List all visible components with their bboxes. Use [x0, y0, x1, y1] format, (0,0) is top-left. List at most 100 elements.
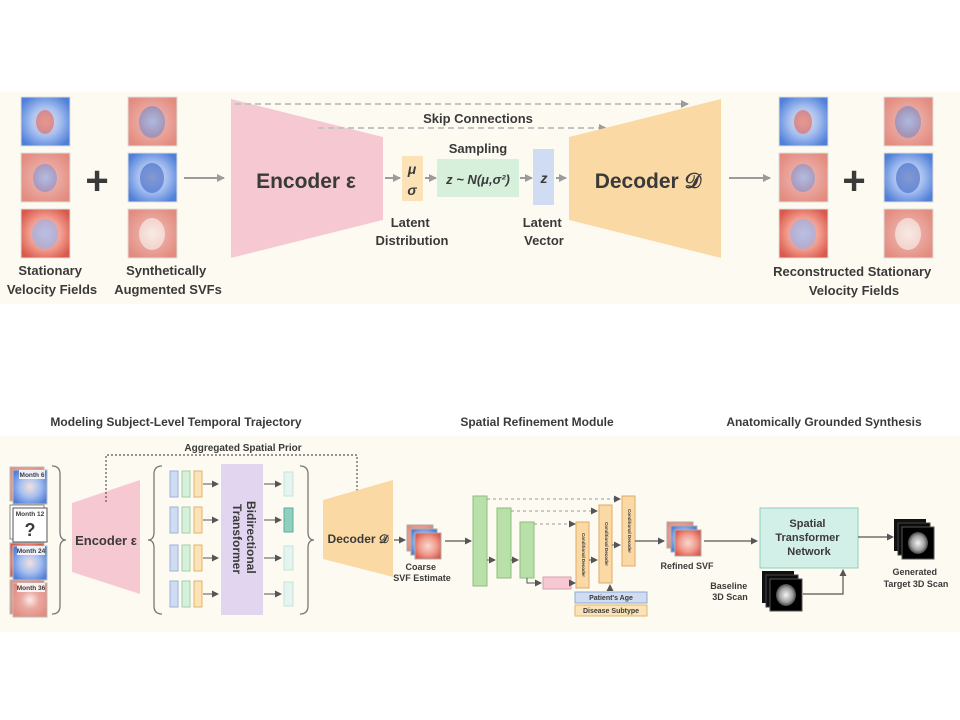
- svf-thumbnail-detail: [896, 163, 920, 193]
- token-embedding: [169, 506, 179, 534]
- svf-thumbnail-detail: [790, 219, 816, 249]
- patients-age-label: Patient's Age: [589, 595, 633, 602]
- month-label: Month 6: [20, 472, 45, 479]
- decoder-label: Decoder 𝒟: [595, 170, 703, 193]
- svf-synthetic-column: [127, 96, 178, 259]
- token-bracket-right: [299, 465, 315, 615]
- svf-thumbnail: [20, 96, 71, 147]
- section-title-synthesis: Anatomically Grounded Synthesis: [726, 415, 922, 429]
- decoder-block: [323, 480, 393, 577]
- reconstructed-svfs-label: Reconstructed Stationary Velocity Fields: [773, 264, 935, 298]
- token-embedding: [193, 580, 203, 608]
- svf-thumbnail-detail: [139, 106, 165, 138]
- latent-vector-box: [533, 149, 554, 205]
- conditional-decoder-label: Conditional Decoder: [627, 509, 632, 553]
- aggregated-prior-label: Aggregated Spatial Prior: [184, 443, 301, 454]
- month-badge: [17, 583, 45, 592]
- stationary-velocity-fields-label: Stationary Velocity Fields: [7, 263, 97, 297]
- svf-thumbnail-detail: [33, 164, 57, 192]
- bidirectional-transformer-block: [221, 464, 263, 615]
- svf-thumbnail-detail: [36, 110, 54, 134]
- svf-thumbnail-detail: [791, 164, 815, 192]
- coarse-svf-label: Coarse SVF Estimate: [393, 562, 451, 583]
- baseline-scan-label: Baseline 3D Scan: [710, 581, 750, 602]
- encoder-label: Encoder ε: [256, 170, 356, 193]
- month-label: Month 36: [17, 585, 46, 592]
- token-embedding: [169, 580, 179, 608]
- conditional-decoder-block: [598, 504, 613, 584]
- disease-subtype-box: [574, 604, 648, 617]
- baseline-to-stn-arrow: [803, 569, 847, 595]
- refined-svf-thumbnail: [674, 529, 702, 557]
- month-tile: Month 24: [9, 542, 48, 581]
- spatial-transformer-network-block: [759, 507, 859, 569]
- aggregated-prior-line: [105, 454, 361, 502]
- sampling-label: Sampling: [449, 141, 508, 156]
- predicted-token: [283, 507, 294, 533]
- token-groups: [169, 470, 294, 608]
- transformer-label: Bidirectional Transformer: [230, 501, 258, 577]
- svf-thumbnail: [883, 96, 934, 147]
- conditional-decoder-label: Conditional Decoder: [604, 522, 609, 566]
- refined-svf-label: Refined SVF: [660, 561, 714, 571]
- decoder-block: [569, 99, 721, 258]
- svf-reconstructed-synthetic-column: [883, 96, 934, 259]
- svf-thumbnail-detail: [139, 218, 165, 250]
- unet-bottleneck: [542, 576, 572, 590]
- output-token: [283, 581, 294, 607]
- encoder-block: [72, 480, 140, 594]
- mu-symbol: μ: [407, 161, 417, 177]
- unet-encoder-layer: [519, 521, 535, 579]
- section-title-temporal: Modeling Subject-Level Temporal Trajecto…: [50, 415, 301, 429]
- decoder-label: Decoder 𝒟: [328, 532, 389, 546]
- svf-thumbnail: [883, 152, 934, 203]
- patients-age-box: [574, 591, 648, 604]
- sigma-symbol: σ: [407, 182, 417, 198]
- sampling-box: [437, 159, 519, 197]
- token-embedding: [181, 506, 191, 534]
- stn-label: Spatial Transformer Network: [775, 518, 842, 558]
- svf-thumbnail: [778, 152, 829, 203]
- token-embedding: [181, 470, 191, 498]
- token-embedding: [169, 544, 179, 572]
- generated-scan-label: Generated Target 3D Scan: [884, 567, 949, 589]
- token-embedding: [169, 470, 179, 498]
- token-embedding: [193, 544, 203, 572]
- latent-vector-label: Latent Vector: [523, 215, 566, 248]
- token-embedding: [181, 580, 191, 608]
- latent-distribution-label: Latent Distribution: [376, 215, 449, 248]
- conditional-decoder-block: [575, 521, 590, 589]
- synthetic-svfs-label: Synthetically Augmented SVFs: [114, 263, 222, 297]
- svf-thumbnail: [127, 96, 178, 147]
- unet-encoder-layer: [496, 507, 512, 579]
- brain-shape: [776, 584, 796, 606]
- svf-reconstructed-column: [778, 96, 829, 259]
- encoder-label: Encoder ε: [75, 533, 137, 548]
- output-token: [283, 471, 294, 497]
- coarse-svf-thumbnail: [414, 532, 442, 560]
- section-title-spatial: Spatial Refinement Module: [460, 415, 614, 429]
- encoder-block: [231, 99, 383, 258]
- svf-thumbnail-detail: [140, 163, 164, 193]
- token-embedding: [193, 506, 203, 534]
- z-symbol: z: [540, 170, 548, 186]
- token-bracket-left: [147, 465, 163, 615]
- month-label: Month 12: [16, 511, 45, 518]
- month-tile: Month 6: [9, 466, 48, 505]
- unet-encoder-layer: [472, 495, 488, 587]
- token-embedding: [193, 470, 203, 498]
- token-embedding: [181, 544, 191, 572]
- month-badge: [19, 470, 45, 479]
- svf-thumbnail-detail: [895, 218, 921, 250]
- svf-thumbnail-detail: [32, 219, 58, 249]
- svf-input-column: [20, 96, 71, 259]
- plus-sign: +: [85, 159, 108, 203]
- month-thumbnail: [12, 507, 48, 543]
- svf-thumbnail: [20, 152, 71, 203]
- missing-question-mark: ?: [25, 520, 36, 540]
- plus-sign: +: [842, 159, 865, 203]
- month-label: Month 24: [17, 548, 46, 555]
- output-token: [283, 545, 294, 571]
- month-tile-missing: Month 12 ?: [9, 504, 48, 543]
